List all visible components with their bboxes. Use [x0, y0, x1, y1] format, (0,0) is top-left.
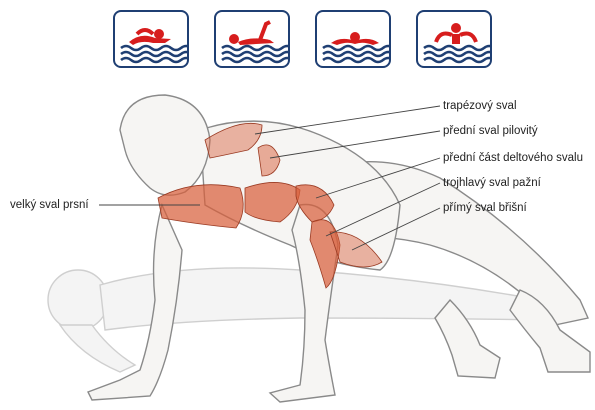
label-deltoid: přední část deltového svalu [443, 151, 583, 165]
breaststroke-swimmer-icon [315, 10, 391, 68]
swim-style-icons [113, 10, 493, 70]
pushup-anatomy-illustration [0, 72, 595, 410]
label-trapezius: trapézový sval [443, 99, 517, 113]
label-abdominis: přímý sval břišní [443, 201, 527, 215]
backstroke-swimmer-icon [214, 10, 290, 68]
label-pectoralis: velký sval prsní [10, 198, 89, 212]
freestyle-swimmer-icon [113, 10, 189, 68]
main-figure-head [120, 95, 210, 195]
butterfly-swimmer-icon [416, 10, 492, 68]
label-triceps: trojhlavý sval pažní [443, 176, 541, 190]
label-serratus: přední sval pilovitý [443, 124, 538, 138]
